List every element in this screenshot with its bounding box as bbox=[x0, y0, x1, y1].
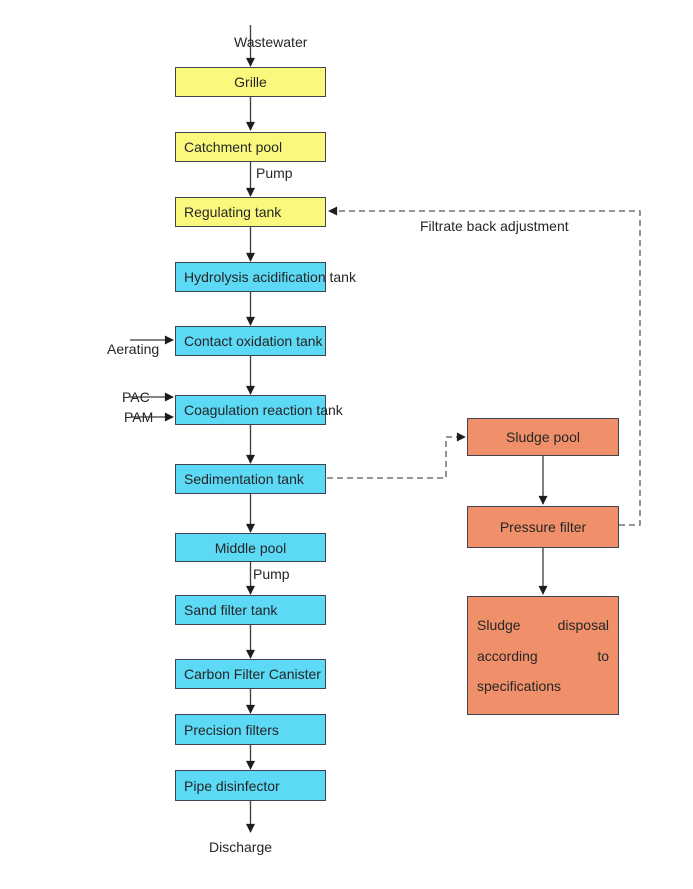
disposal-line-3: specifications bbox=[477, 678, 609, 694]
node-middle-pool: Middle pool bbox=[175, 533, 326, 562]
node-precision-filters: Precision filters bbox=[175, 714, 326, 745]
node-label: Sedimentation tank bbox=[184, 471, 304, 487]
node-contact-oxidation-tank: Contact oxidation tank bbox=[175, 326, 326, 356]
disposal-word: specifications bbox=[477, 677, 562, 694]
label-pump-top: Pump bbox=[256, 165, 293, 181]
disposal-line-1: Sludge disposal bbox=[477, 617, 609, 633]
node-label: Contact oxidation tank bbox=[184, 333, 323, 349]
node-label: Precision filters bbox=[184, 721, 279, 738]
label-pam: PAM bbox=[124, 409, 154, 425]
label-pump-bottom: Pump bbox=[253, 566, 290, 582]
node-label: Coagulation reaction tank bbox=[184, 402, 343, 418]
disposal-word: disposal bbox=[557, 617, 609, 634]
disposal-word: according bbox=[477, 647, 538, 664]
node-label: Pipe disinfector bbox=[184, 777, 280, 794]
node-grille: Grille bbox=[175, 67, 326, 97]
node-regulating-tank: Regulating tank bbox=[175, 197, 326, 227]
dashed-sedimentation-sludgepool bbox=[327, 432, 466, 479]
node-sedimentation-tank: Sedimentation tank bbox=[175, 464, 326, 494]
label-pac: PAC bbox=[122, 389, 150, 405]
node-sand-filter-tank: Sand filter tank bbox=[175, 595, 326, 625]
node-label: Regulating tank bbox=[184, 204, 282, 220]
node-label: Hydrolysis acidification tank bbox=[184, 269, 356, 285]
label-discharge: Discharge bbox=[209, 839, 273, 855]
disposal-word: Sludge bbox=[477, 617, 521, 634]
label-wastewater: Wastewater bbox=[234, 34, 308, 50]
node-hydrolysis-acidification-tank: Hydrolysis acidification tank bbox=[175, 262, 356, 292]
node-label: Grille bbox=[234, 74, 267, 90]
node-label: Sand filter tank bbox=[184, 602, 278, 618]
label-aerating: Aerating bbox=[107, 341, 160, 357]
node-carbon-filter-canister: Carbon Filter Canister bbox=[175, 659, 326, 689]
label-filtrate-back-adjustment: Filtrate back adjustment bbox=[420, 218, 569, 234]
disposal-line-2: according to bbox=[477, 648, 609, 664]
node-label: Catchment pool bbox=[184, 139, 283, 155]
node-sludge-disposal: Sludge disposal according to specificati… bbox=[467, 596, 619, 715]
node-label: Pressure filter bbox=[499, 519, 587, 535]
node-pipe-disinfector: Pipe disinfector bbox=[175, 770, 326, 801]
node-sludge-pool: Sludge pool bbox=[467, 418, 619, 456]
disposal-word: to bbox=[597, 647, 609, 664]
node-catchment-pool: Catchment pool bbox=[175, 132, 326, 162]
node-pressure-filter: Pressure filter bbox=[467, 506, 619, 548]
node-label: Sludge pool bbox=[506, 429, 580, 445]
node-label: Middle pool bbox=[214, 539, 287, 556]
dashed-pressure-regulating-filtrate bbox=[328, 206, 641, 526]
node-coagulation-reaction-tank: Coagulation reaction tank bbox=[175, 395, 343, 425]
node-label: Carbon Filter Canister bbox=[184, 666, 321, 682]
